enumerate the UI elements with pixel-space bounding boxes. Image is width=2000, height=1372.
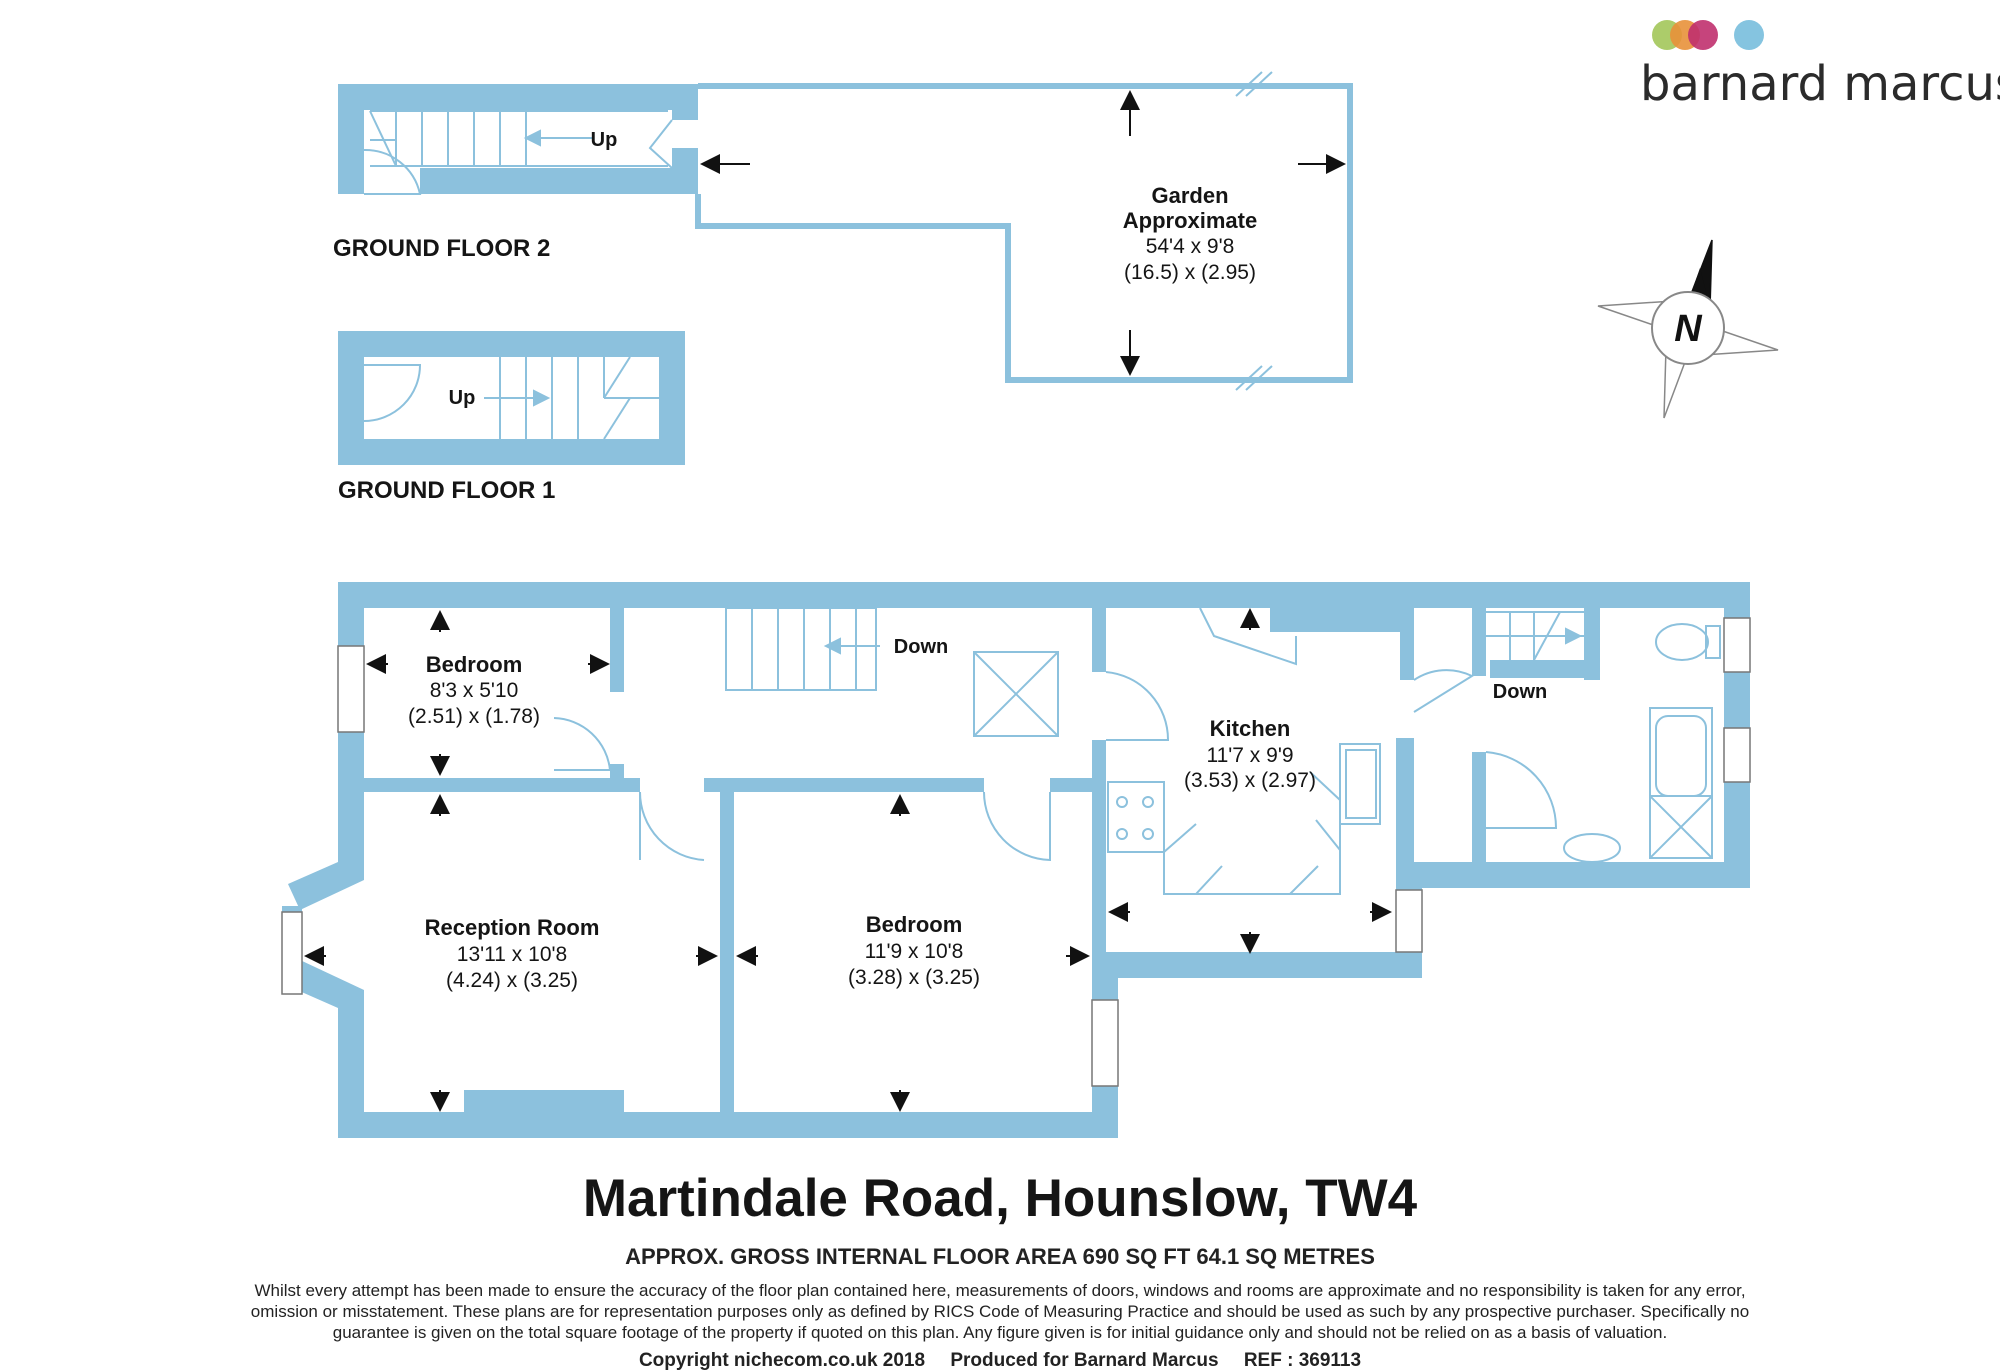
wall — [1092, 608, 1106, 672]
stairs-main — [725, 607, 880, 691]
wall — [610, 608, 624, 692]
stairs-ground-floor-2 — [369, 110, 668, 167]
wall — [672, 148, 698, 194]
window — [1395, 889, 1423, 953]
property-address: Martindale Road, Hounslow, TW4 — [582, 1169, 1418, 1228]
wall — [1092, 952, 1422, 978]
wall — [1490, 660, 1600, 678]
wall — [704, 778, 984, 792]
window — [1723, 617, 1751, 673]
door-swing — [1105, 671, 1170, 741]
garden-outline — [695, 83, 1353, 383]
floor-label-ground-1: GROUND FLOOR 1 — [338, 477, 555, 504]
wall — [672, 84, 698, 120]
brand-name: barnard marcus — [1640, 56, 2000, 112]
wall — [720, 792, 734, 1112]
stairs-down-label-bath: Down — [1493, 681, 1547, 703]
reference: REF : 369113 — [1243, 1350, 1362, 1371]
window — [1091, 999, 1119, 1087]
garden-gate-mark — [1245, 71, 1273, 97]
wall — [338, 84, 364, 194]
wall — [1396, 738, 1414, 862]
stairs-up-label: Up — [591, 129, 618, 151]
garden-gate-mark — [1235, 365, 1263, 391]
stairs-bathroom — [1486, 611, 1584, 661]
floor-label-ground-2: GROUND FLOOR 2 — [333, 235, 550, 262]
door-swing — [638, 791, 705, 861]
wall — [610, 764, 624, 792]
credits-line: Copyright nichecom.co.uk 2018 Produced f… — [0, 1350, 2000, 1372]
skylight — [973, 651, 1059, 737]
room-name-reception: Reception Room — [425, 915, 600, 940]
wall — [1270, 608, 1400, 632]
wall — [338, 1112, 1118, 1138]
stairs-up-label: Up — [449, 387, 476, 409]
wall — [1400, 608, 1414, 680]
floor-area: APPROX. GROSS INTERNAL FLOOR AREA 690 SQ… — [625, 1244, 1375, 1269]
first-floor-plan: Bedroom 8'3 x 5'10 (2.51) x (1.78) Recep… — [281, 582, 1751, 1138]
brand-dot — [1734, 20, 1764, 50]
room-name-kitchen: Kitchen — [1210, 716, 1291, 741]
room-metric-bedroom-small: (2.51) x (1.78) — [408, 705, 540, 728]
wall — [338, 331, 685, 357]
ground-floor-1-plan: Up GROUND FLOOR 1 — [338, 331, 685, 504]
window — [1723, 727, 1751, 783]
stairs-down-label: Down — [894, 636, 948, 658]
stairs-ground-floor-1 — [484, 356, 659, 440]
room-name-bedroom-large: Bedroom — [866, 912, 963, 937]
brand-logo: barnard marcus — [1640, 18, 2000, 118]
bay-wall — [288, 960, 364, 1008]
wall — [1050, 778, 1094, 792]
wall — [1092, 740, 1106, 960]
door-swing — [363, 364, 422, 422]
door-swing — [983, 791, 1051, 862]
room-metric-kitchen: (3.53) x (2.97) — [1184, 769, 1316, 792]
garden-gate-mark — [1235, 71, 1263, 97]
room-metric-bedroom-large: (3.28) x (3.25) — [848, 966, 980, 989]
compass-icon: N — [1597, 239, 1779, 419]
room-name-bedroom-small: Bedroom — [426, 652, 523, 677]
wall — [1472, 608, 1486, 676]
wall — [364, 778, 640, 792]
garden-metric: (16.5) x (2.95) — [1124, 261, 1256, 284]
kitchen-units — [1107, 607, 1381, 895]
bathroom-fittings — [1563, 623, 1721, 863]
disclaimer: Whilst every attempt has been made to en… — [250, 1281, 1750, 1342]
garden-name: Garden — [1151, 183, 1228, 208]
wall — [1396, 862, 1750, 888]
door-swing — [648, 119, 673, 169]
brand-dot — [1688, 20, 1718, 50]
garden-name-2: Approximate — [1123, 208, 1257, 233]
bay-wall — [288, 862, 364, 910]
compass-north-label: N — [1674, 308, 1703, 350]
room-size-bedroom-small: 8'3 x 5'10 — [430, 679, 519, 702]
room-size-kitchen: 11'7 x 9'9 — [1206, 744, 1293, 767]
wall — [338, 582, 1750, 608]
copyright: Copyright nichecom.co.uk 2018 — [638, 1350, 926, 1371]
wall — [464, 1090, 624, 1112]
room-size-bedroom-large: 11'9 x 10'8 — [865, 940, 964, 963]
produced-for: Produced for Barnard Marcus — [950, 1350, 1219, 1371]
room-metric-reception: (4.24) x (3.25) — [446, 969, 578, 992]
floor-plan: Up GROUND FLOOR 2 Garden Approximate 54'… — [281, 71, 1779, 1138]
wall — [338, 84, 698, 110]
door-swing — [553, 717, 612, 771]
window — [281, 911, 303, 995]
garden-imperial: 54'4 x 9'8 — [1146, 235, 1235, 258]
ground-floor-2-plan: Up GROUND FLOOR 2 Garden Approximate 54'… — [333, 71, 1353, 391]
wall — [1472, 752, 1486, 862]
door-swing — [1485, 751, 1558, 829]
wall — [338, 439, 685, 465]
garden-gate-mark — [1245, 365, 1273, 391]
door-swing — [1413, 669, 1475, 713]
room-size-reception: 13'11 x 10'8 — [457, 943, 567, 966]
wall — [420, 168, 698, 194]
door-swing — [363, 148, 422, 195]
window — [337, 645, 365, 733]
wall — [659, 331, 685, 465]
